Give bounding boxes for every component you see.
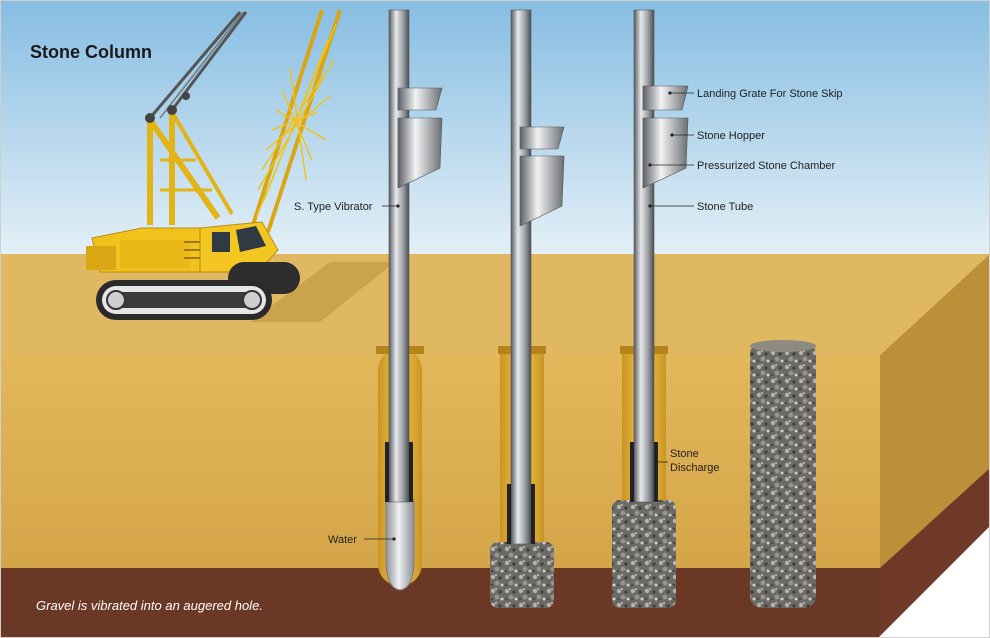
stone-hopper xyxy=(397,117,443,189)
landing-grate xyxy=(397,87,443,111)
finished-stone-column xyxy=(750,342,816,608)
crane-boom xyxy=(250,9,342,233)
annotation-landing-grate: Landing Grate For Stone Skip xyxy=(668,88,843,100)
stage-1-vibrator xyxy=(376,9,443,591)
stone-hopper xyxy=(519,155,565,227)
sky xyxy=(0,0,990,256)
landing-grate xyxy=(519,126,565,150)
ground-front-face xyxy=(0,355,880,571)
gravel-column xyxy=(612,500,676,608)
label-vibrator: S. Type Vibrator xyxy=(294,201,373,213)
page-title: Stone Column xyxy=(30,42,152,62)
water-bulb xyxy=(385,499,415,591)
stage-4-stone-column xyxy=(750,340,816,608)
crane-tracks xyxy=(96,262,300,320)
stage-2-vibrator xyxy=(490,9,565,608)
landing-grate xyxy=(642,85,689,111)
label-stone-discharge-line1: Stone xyxy=(670,448,699,460)
label-stone-hopper: Stone Hopper xyxy=(697,130,765,142)
annotation-water: Water xyxy=(328,534,396,546)
annotation-stone-discharge: Stone Discharge xyxy=(654,448,720,474)
label-stone-discharge-line2: Discharge xyxy=(670,462,720,474)
crane-shadow xyxy=(250,262,395,322)
label-stone-tube: Stone Tube xyxy=(697,201,753,213)
cab-window xyxy=(212,232,230,252)
annotation-stone-hopper: Stone Hopper xyxy=(670,130,765,142)
gravel-plug xyxy=(490,542,554,608)
label-water: Water xyxy=(328,534,357,546)
label-pressurized-chamber: Pressurized Stone Chamber xyxy=(697,160,836,172)
annotation-pressurized-chamber: Pressurized Stone Chamber xyxy=(648,160,836,172)
crane-body xyxy=(86,221,279,273)
vibrator-pipe xyxy=(388,9,410,503)
figure-caption: Gravel is vibrated into an augered hole. xyxy=(36,598,263,613)
ground-side-face xyxy=(880,254,990,570)
label-landing-grate: Landing Grate For Stone Skip xyxy=(697,88,843,100)
stone-hopper xyxy=(642,117,689,189)
crane-a-frame xyxy=(145,11,248,225)
cab-window xyxy=(236,226,266,252)
stage-3-vibrator xyxy=(612,9,689,608)
annotation-vibrator: S. Type Vibrator xyxy=(294,201,400,213)
annotation-stone-tube: Stone Tube xyxy=(648,201,753,213)
vibrator-pipe xyxy=(510,9,532,545)
vibrator-pipe xyxy=(633,9,655,503)
